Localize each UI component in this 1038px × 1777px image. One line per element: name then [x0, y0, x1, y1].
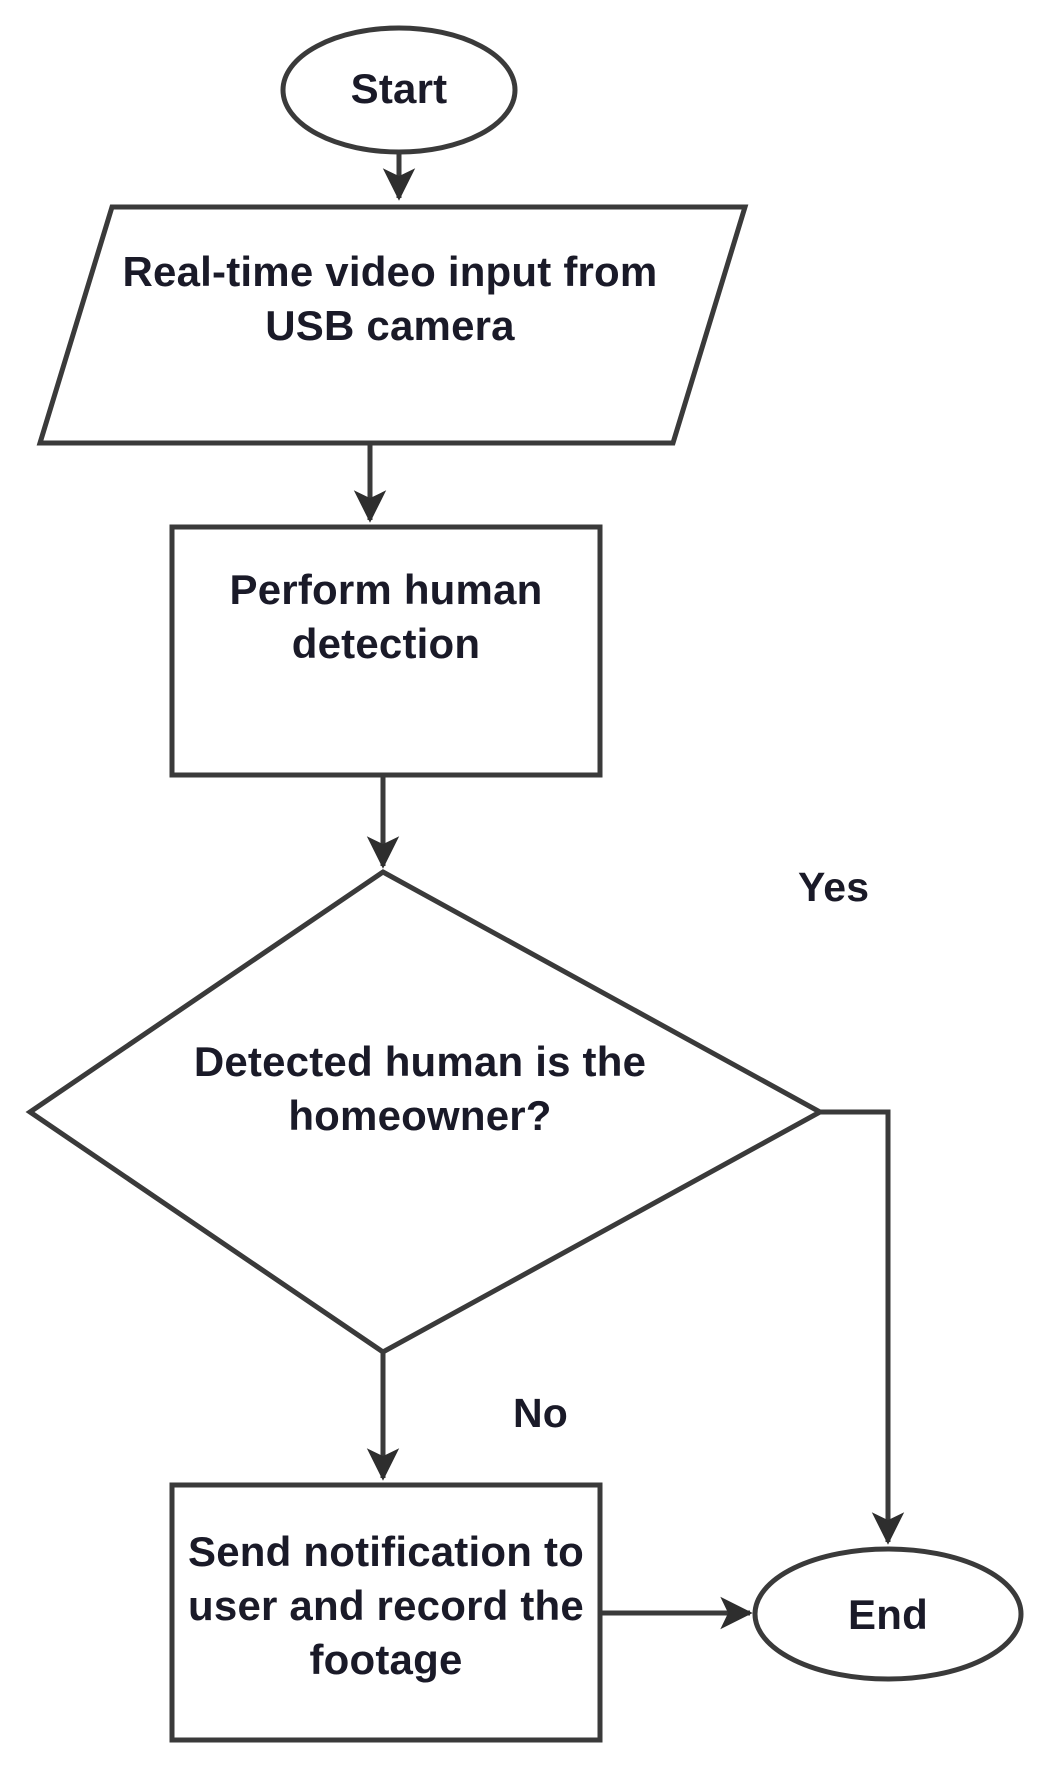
node-start-shape[interactable]	[280, 25, 518, 155]
edge-label-no: No	[513, 1390, 569, 1436]
edge-decision-yes-to-end	[820, 1109, 905, 1545]
node-end-shape[interactable]	[752, 1546, 1024, 1682]
node-notify-record-shape[interactable]	[169, 1482, 603, 1743]
node-homeowner-check-shape[interactable]	[25, 869, 826, 1355]
node-video-input-shape[interactable]	[36, 204, 749, 446]
node-human-detection-shape[interactable]	[169, 524, 603, 778]
edge-label-yes: Yes	[798, 864, 870, 910]
